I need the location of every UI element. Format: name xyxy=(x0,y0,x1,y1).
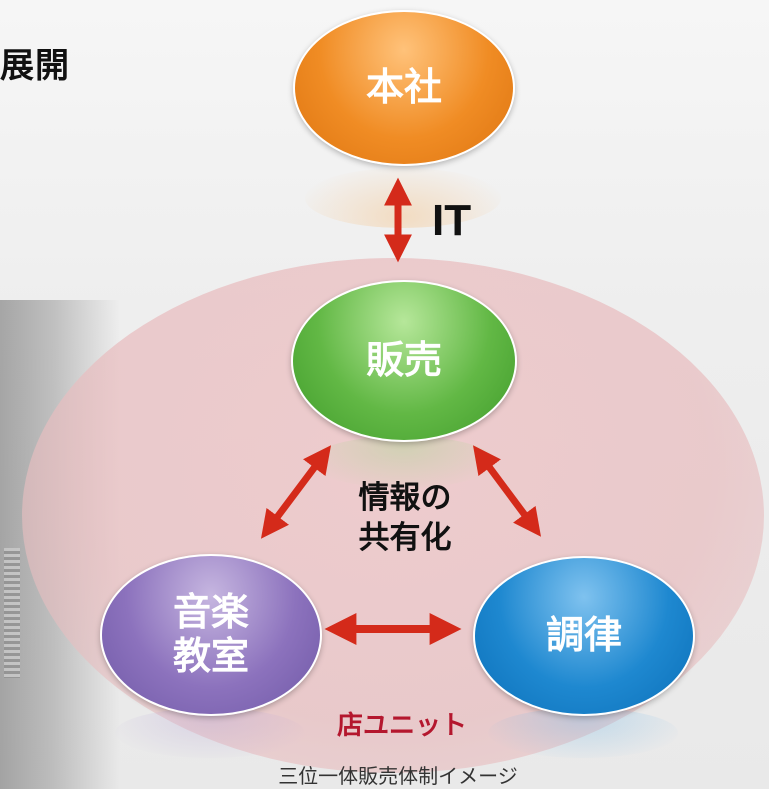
page-heading: 展開 xyxy=(0,46,70,86)
hq-node: 本社 xyxy=(293,10,515,166)
music-school-node: 音楽 教室 xyxy=(100,554,322,716)
it-label: IT xyxy=(432,196,472,245)
share-label-line2: 共有化 xyxy=(358,520,452,557)
music-label-line1: 音楽 xyxy=(172,590,249,635)
tuning-node: 調律 xyxy=(473,556,695,716)
hq-label: 本社 xyxy=(365,65,442,110)
tuning-reflection xyxy=(488,708,678,758)
background-keyboard-strip xyxy=(4,548,20,678)
share-label-line1: 情報の xyxy=(358,480,452,516)
info-share-label: 情報の 共有化 xyxy=(330,478,480,559)
music-label-line2: 教室 xyxy=(172,634,249,678)
sales-node: 販売 xyxy=(291,280,517,442)
sales-reflection xyxy=(310,436,496,488)
sales-label: 販売 xyxy=(365,338,442,383)
tuning-label: 調律 xyxy=(545,613,622,658)
diagram-caption: 三位一体販売体制イメージ xyxy=(278,764,518,788)
hq-reflection xyxy=(305,168,501,228)
store-unit-label: 店ユニット xyxy=(336,711,467,741)
music-reflection xyxy=(115,708,305,758)
